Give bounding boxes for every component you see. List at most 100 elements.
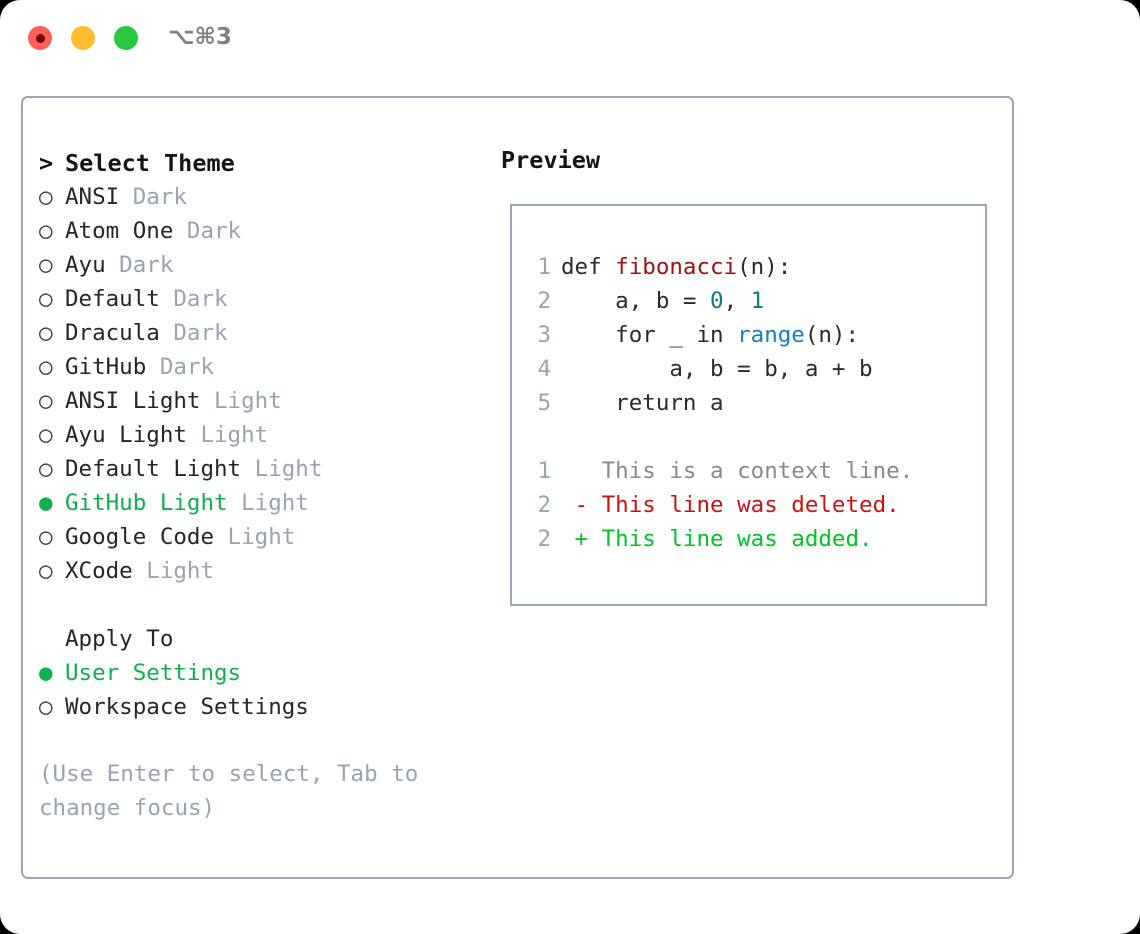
radio-unselected-icon: ○: [39, 320, 53, 346]
radio-unselected-icon: ○: [39, 388, 53, 414]
recording-indicator-icon: [35, 33, 45, 43]
theme-variant-tag: Dark: [119, 184, 187, 210]
radio-unselected-icon: ○: [39, 252, 53, 278]
minimize-button[interactable]: [71, 26, 95, 50]
theme-list-item[interactable]: ○ XCode Light: [39, 554, 489, 588]
code-line: 2 a, b = 0, 1: [525, 284, 913, 318]
code-token: 0: [710, 288, 724, 314]
code-token: fibonacci: [615, 254, 738, 280]
diff-marker: [561, 458, 602, 484]
code-line: 3 for _ in range(n):: [525, 318, 913, 352]
code-token: def: [561, 254, 616, 280]
code-token: range: [737, 322, 805, 348]
radio-unselected-icon: ○: [39, 218, 53, 244]
code-token: 1: [750, 288, 765, 314]
theme-list-item[interactable]: ○ANSI Light Light: [39, 384, 489, 418]
help-text: (Use Enter to select, Tab to change focu…: [39, 761, 419, 821]
diff-text: This is a context line.: [601, 458, 914, 484]
theme-name: ANSI Light: [65, 388, 201, 414]
diff-marker: +: [561, 526, 602, 552]
theme-list: ○ ANSI Dark ○ Atom One Dark ○ Ayu Dark ○ Defaul…: [39, 180, 489, 588]
code-token: return a: [561, 390, 724, 416]
apply-to-label: Workspace Settings: [65, 694, 309, 720]
diff-line: 1 This is a context line.: [525, 454, 913, 488]
keyboard-shortcut-label: ⌥⌘3: [168, 24, 232, 50]
code-token: ,: [723, 288, 751, 314]
apply-to-option[interactable]: ● User Settings: [39, 656, 489, 690]
theme-list-item[interactable]: ○ Ayu Light Light: [39, 418, 489, 452]
theme-variant-tag: Light: [214, 524, 296, 550]
radio-unselected-icon: ○: [39, 456, 53, 482]
theme-list-item[interactable]: ○ Google Code Light: [39, 520, 489, 554]
radio-unselected-icon: ○: [39, 558, 53, 584]
theme-name: XCode: [65, 558, 133, 584]
title-bar: ⌥⌘3: [0, 0, 1140, 78]
theme-name: Default Light: [65, 456, 242, 482]
radio-unselected-icon: ○: [39, 524, 53, 550]
theme-variant-tag: Light: [132, 558, 215, 584]
theme-variant-tag: Light: [241, 456, 323, 482]
theme-list-item[interactable]: ○ ANSI Dark: [39, 180, 489, 214]
theme-name: Atom One: [65, 218, 174, 244]
diff-line: 2 - This line was deleted.: [525, 488, 913, 522]
theme-name: Ayu: [65, 252, 106, 278]
line-number: 2: [537, 492, 551, 518]
radio-selected-icon: ●: [39, 660, 53, 686]
radio-selected-icon: ●: [39, 490, 53, 516]
apply-to-list: ● User Settings ○Workspace Settings: [39, 656, 489, 724]
theme-variant-tag: Dark: [159, 320, 228, 346]
theme-variant-tag: Dark: [159, 286, 228, 312]
code-token: for _ in: [561, 322, 738, 348]
theme-name: ANSI: [65, 184, 120, 210]
theme-list-item[interactable]: ○ Default Light Light: [39, 452, 489, 486]
window-controls: [28, 26, 138, 50]
theme-list-item[interactable]: ○ Atom One Dark: [39, 214, 489, 248]
code-token: a, b = b, a + b: [561, 356, 873, 382]
section-spacer: [39, 588, 489, 622]
theme-list-item[interactable]: ○ Default Dark: [39, 282, 489, 316]
radio-unselected-icon: ○: [39, 354, 53, 380]
theme-list-item[interactable]: ○ Dracula Dark: [39, 316, 489, 350]
theme-list-item[interactable]: ● GitHub Light Light: [39, 486, 489, 520]
apply-to-option[interactable]: ○Workspace Settings: [39, 690, 489, 724]
theme-name: Ayu Light: [65, 422, 187, 448]
radio-unselected-icon: ○: [39, 286, 53, 312]
line-number: 1: [537, 458, 551, 484]
caret-icon: >: [39, 149, 54, 177]
theme-variant-tag: Light: [186, 422, 269, 448]
page-title: Select Theme: [65, 149, 235, 177]
diff-text: This line was added.: [601, 526, 873, 552]
radio-unselected-icon: ○: [39, 422, 53, 448]
diff-text: This line was deleted.: [601, 492, 900, 518]
theme-variant-tag: Dark: [173, 218, 242, 244]
preview-title: Preview: [501, 146, 601, 174]
apply-to-title: Apply To: [65, 626, 174, 652]
diff-sample: 1 This is a context line.2 - This line w…: [525, 454, 913, 556]
code-blank-line: [525, 420, 913, 454]
theme-variant-tag: Dark: [146, 354, 215, 380]
diff-marker: -: [561, 492, 602, 518]
theme-name: GitHub Light: [65, 490, 228, 516]
code-line: 5 return a: [525, 386, 913, 420]
apply-to-label: User Settings: [65, 660, 242, 686]
theme-name: Default: [65, 286, 160, 312]
radio-unselected-icon: ○: [39, 184, 53, 210]
line-number: 2: [537, 288, 551, 314]
theme-name: Dracula: [65, 320, 160, 346]
code-token: (n):: [804, 322, 860, 348]
line-number: 5: [537, 390, 551, 416]
line-number: 1: [537, 254, 551, 280]
theme-list-item[interactable]: ○GitHub Dark: [39, 350, 489, 384]
theme-variant-tag: Light: [227, 490, 309, 516]
theme-list-item[interactable]: ○Ayu Dark: [39, 248, 489, 282]
code-line: 4 a, b = b, a + b: [525, 352, 913, 386]
theme-name: Google Code: [65, 524, 215, 550]
close-button[interactable]: [28, 26, 52, 50]
line-number: 2: [537, 526, 551, 552]
maximize-button[interactable]: [114, 26, 138, 50]
